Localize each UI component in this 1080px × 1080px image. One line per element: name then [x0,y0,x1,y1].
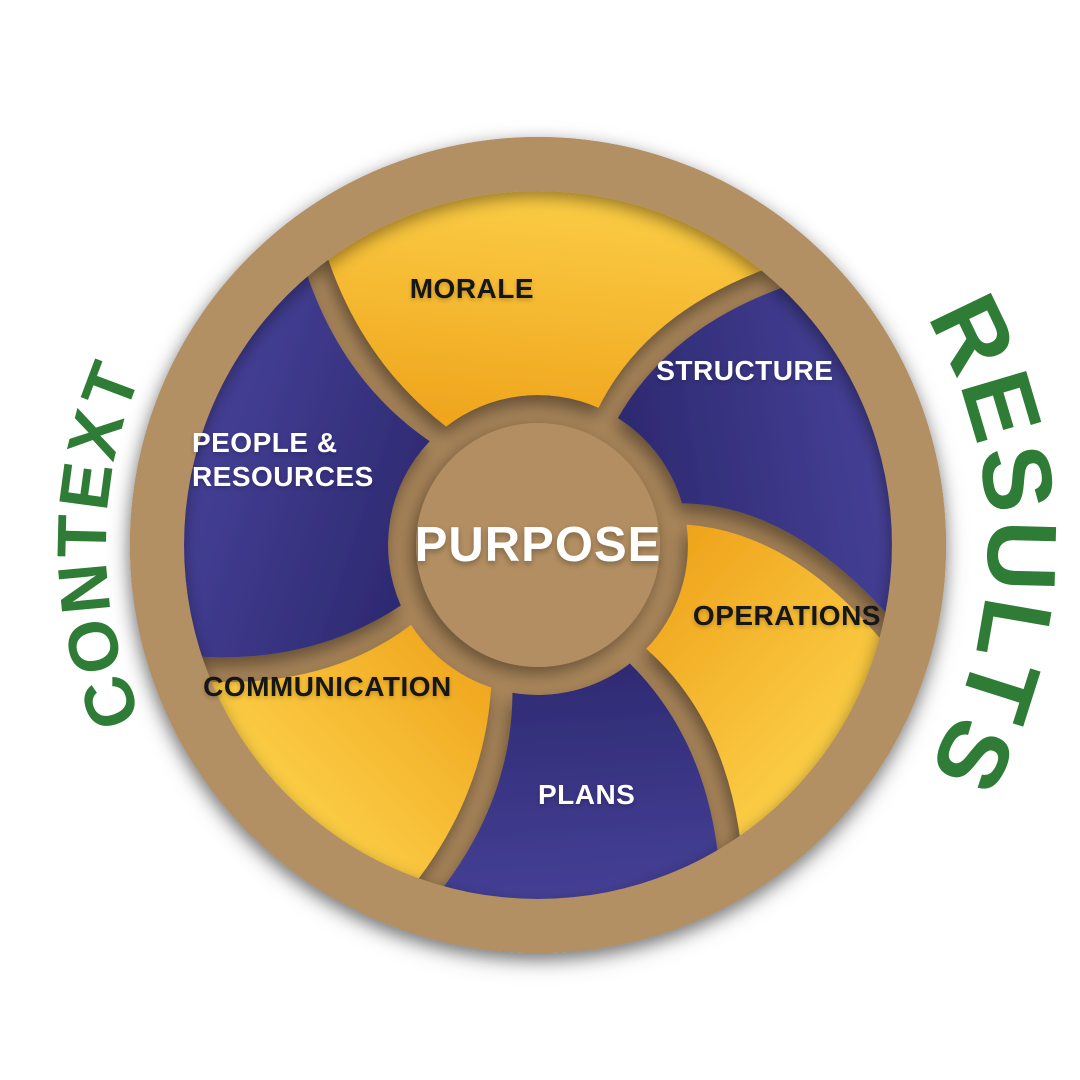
petal-operations [646,524,886,845]
petal-people-resources [175,268,430,658]
petal-communication [202,624,492,885]
purpose-circle [416,423,660,667]
petal-morale [325,183,771,427]
petal-plans [438,663,719,908]
petal-structure [617,285,900,620]
wheel-group [130,137,946,953]
